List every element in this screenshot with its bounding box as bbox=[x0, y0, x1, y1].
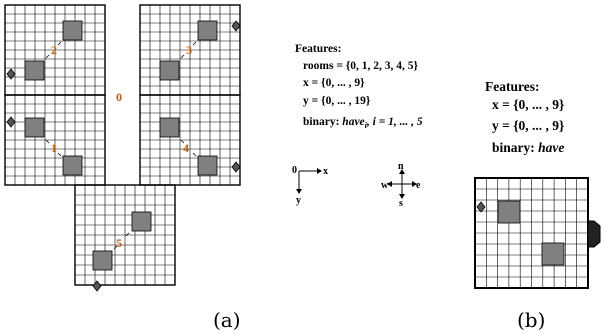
room-3-object bbox=[197, 20, 218, 41]
path-mark bbox=[113, 245, 118, 250]
room-4-object bbox=[197, 155, 218, 176]
room-1: 1 bbox=[4, 94, 106, 186]
path-mark bbox=[180, 54, 185, 59]
compass-s-label: s bbox=[399, 198, 403, 209]
doorway-marker bbox=[231, 20, 241, 32]
doorway-marker bbox=[476, 201, 486, 213]
room-4-grid bbox=[140, 95, 240, 185]
room-b-object bbox=[541, 242, 565, 266]
features-a-binary-var: have bbox=[342, 116, 364, 128]
panel-a: 2 3 1 4 5 bbox=[4, 4, 241, 332]
room-1-label: 1 bbox=[51, 141, 57, 155]
axes-y-arrowhead bbox=[296, 189, 302, 194]
room-2-label: 2 bbox=[51, 43, 57, 57]
axes-x-label: x bbox=[323, 166, 328, 177]
features-a-rooms: rooms = {0, 1, 2, 3, 4, 5} bbox=[303, 60, 419, 72]
compass-e-arrowhead bbox=[412, 181, 417, 187]
room-5-grid bbox=[75, 185, 175, 285]
path-mark bbox=[180, 139, 185, 144]
features-a-binary-prefix: binary: bbox=[303, 116, 342, 128]
room-2-grid bbox=[5, 5, 105, 95]
features-a-binary-suffix: , i = 1, ... , 5 bbox=[366, 116, 423, 128]
doorway-marker bbox=[92, 280, 102, 292]
panel-b: (b) bbox=[474, 177, 601, 332]
features-a: Features: rooms = {0, 1, 2, 3, 4, 5} x =… bbox=[295, 43, 423, 130]
room-0-label: 0 bbox=[116, 90, 122, 104]
room-4-object bbox=[159, 117, 180, 138]
room-2-object bbox=[62, 20, 83, 41]
path-mark bbox=[192, 152, 197, 157]
features-a-y: y = {0, ... , 19} bbox=[303, 95, 371, 107]
doorway-marker bbox=[231, 161, 241, 173]
caption-a: (a) bbox=[213, 308, 241, 332]
axes-diagram: 0 x y bbox=[292, 165, 328, 206]
room-4: 4 bbox=[139, 94, 241, 186]
features-b-binary: binary: have bbox=[492, 140, 564, 155]
path-mark bbox=[125, 232, 130, 237]
path-mark bbox=[57, 41, 62, 46]
path-mark bbox=[45, 139, 50, 144]
doorway-marker bbox=[6, 116, 16, 128]
compass-s-arrowhead bbox=[399, 194, 405, 199]
compass-w-arrowhead bbox=[387, 181, 392, 187]
path-marks bbox=[45, 41, 197, 250]
caption-b: (b) bbox=[517, 308, 545, 332]
room-5-label: 5 bbox=[116, 236, 122, 250]
features-a-binary: binary: havei, i = 1, ... , 5 bbox=[303, 116, 423, 130]
room-1-object bbox=[62, 155, 83, 176]
features-b-binary-var: have bbox=[538, 140, 564, 155]
features-a-binary-sub: i bbox=[365, 121, 368, 130]
path-mark bbox=[45, 54, 50, 59]
room-b-grid bbox=[475, 178, 588, 288]
path-mark bbox=[192, 41, 197, 46]
features-b-binary-prefix: binary: bbox=[492, 140, 538, 155]
room-3-grid bbox=[140, 5, 240, 95]
compass-n-label: n bbox=[398, 161, 404, 172]
axes-origin-label: 0 bbox=[292, 165, 297, 176]
room-5-object bbox=[92, 250, 113, 271]
room-1-grid bbox=[5, 95, 105, 185]
room-b-object bbox=[497, 200, 521, 224]
room-3-object bbox=[159, 60, 180, 81]
room-2-object bbox=[24, 60, 45, 81]
room-2: 2 bbox=[4, 4, 106, 96]
room-3: 3 bbox=[139, 4, 241, 96]
room-4-label: 4 bbox=[183, 141, 189, 155]
compass-w-label: w bbox=[381, 180, 389, 191]
features-b-x: x = {0, ... , 9} bbox=[492, 97, 564, 112]
doorway-marker bbox=[6, 68, 16, 80]
room-5-object bbox=[131, 211, 152, 232]
features-a-heading: Features: bbox=[295, 43, 341, 55]
axes-x-arrowhead bbox=[317, 168, 322, 174]
room-3-label: 3 bbox=[186, 43, 192, 57]
path-mark bbox=[57, 152, 62, 157]
features-b-y: y = {0, ... , 9} bbox=[492, 118, 564, 133]
features-b: Features: x = {0, ... , 9} y = {0, ... ,… bbox=[485, 79, 564, 155]
room-1-object bbox=[24, 117, 45, 138]
exit-door-icon bbox=[587, 220, 601, 248]
compass-e-label: e bbox=[416, 180, 421, 191]
features-b-heading: Features: bbox=[485, 79, 539, 94]
room-5: 5 bbox=[74, 184, 176, 286]
compass-diagram: n s w e bbox=[381, 161, 421, 209]
axes-y-label: y bbox=[296, 195, 301, 206]
compass-n-arrowhead bbox=[399, 169, 405, 174]
features-a-x: x = {0, ... , 9} bbox=[303, 77, 365, 89]
